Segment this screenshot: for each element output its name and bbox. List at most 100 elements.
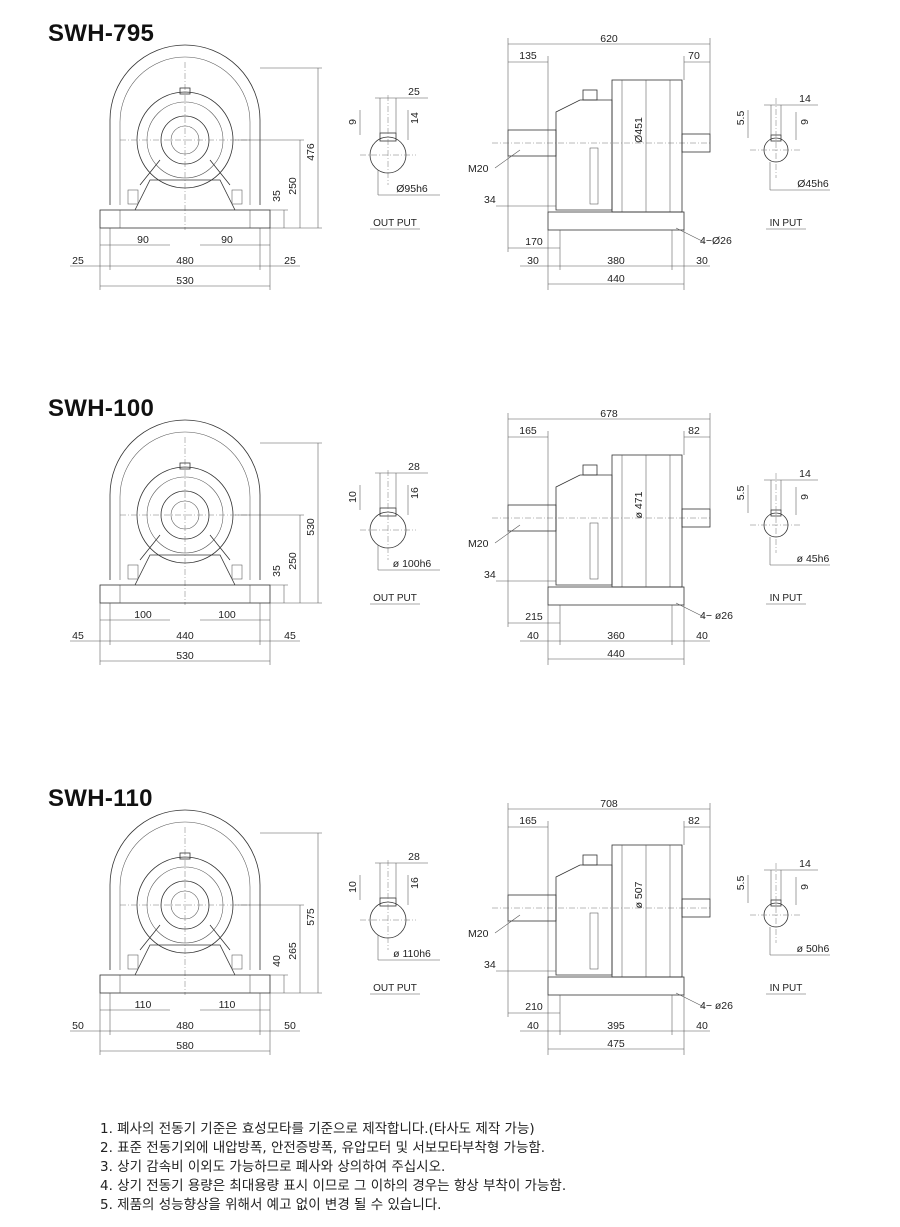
front-bolt-left: 110	[135, 999, 152, 1011]
side-foot-left: 30	[527, 255, 539, 267]
output-diameter: ø 110h6	[393, 948, 431, 960]
side-base-offset: 170	[525, 236, 543, 248]
front-base-height: 40	[271, 955, 283, 967]
side-shaft-ext: 34	[484, 569, 496, 581]
side-holes: 4− ø26	[700, 610, 733, 622]
front-margin-left: 45	[72, 630, 84, 642]
front-bolt-right: 110	[219, 999, 236, 1011]
front-total-width: 530	[176, 650, 194, 662]
input-keyway: 9	[799, 119, 811, 125]
side-left-length: 165	[519, 425, 537, 437]
side-base-offset: 215	[525, 611, 543, 623]
front-margin-right: 50	[284, 1020, 296, 1032]
front-bolt-left: 90	[137, 234, 149, 246]
notes-list: 1. 폐사의 전동기 기준은 효성모타를 기준으로 제작합니다.(타사도 제작 …	[100, 1120, 800, 1215]
front-bolt-span: 480	[176, 255, 194, 267]
input-keyway: 9	[799, 884, 811, 890]
input-label: IN PUT	[770, 593, 803, 604]
output-label: OUT PUT	[373, 983, 417, 994]
input-diameter: ø 45h6	[797, 553, 830, 565]
side-tap: M20	[468, 163, 489, 175]
dimension-drawing: 530 250 35 100 100 45 440	[70, 408, 830, 665]
dimension-drawing: 575 265 40 110 110 50 480	[70, 798, 830, 1055]
front-total-height: 575	[305, 908, 317, 926]
side-holes: 4−Ø26	[700, 235, 732, 247]
side-shaft-ext: 34	[484, 959, 496, 971]
front-bolt-left: 100	[134, 609, 152, 621]
front-view: 575 265 40 110 110 50 480	[70, 809, 322, 1055]
side-base-offset: 210	[525, 1001, 543, 1013]
input-label: IN PUT	[770, 983, 803, 994]
output-label: OUT PUT	[373, 218, 417, 229]
front-total-width: 580	[176, 1040, 194, 1052]
side-tap: M20	[468, 928, 489, 940]
input-shaft-detail: 14 5.5 9 ø 45h6 IN PUT	[735, 468, 830, 605]
front-bolt-span: 440	[176, 630, 194, 642]
front-bolt-span: 480	[176, 1020, 194, 1032]
output-width: 25	[408, 86, 420, 98]
input-width: 14	[799, 93, 811, 105]
side-foot-left: 40	[527, 1020, 539, 1032]
output-height-top: 10	[347, 491, 359, 503]
output-shaft-detail: 28 10 16 ø 100h6 OUT PUT	[347, 461, 440, 605]
side-foot-right: 40	[696, 630, 708, 642]
side-view: Ø451 620 135 70 M20 34	[468, 33, 732, 290]
front-total-width: 530	[176, 275, 194, 287]
front-shaft-height: 265	[287, 942, 299, 960]
side-total-length: 708	[600, 798, 618, 810]
side-right-length: 82	[688, 815, 700, 827]
front-margin-left: 50	[72, 1020, 84, 1032]
model-title: SWH-110	[48, 785, 153, 812]
model-title: SWH-100	[48, 395, 155, 422]
side-left-length: 165	[519, 815, 537, 827]
side-base-length: 440	[607, 648, 625, 660]
side-right-length: 82	[688, 425, 700, 437]
side-view: ø 471 678 165 82 M20 34	[468, 408, 733, 665]
front-view: 530 250 35 100 100 45 440	[70, 419, 322, 665]
output-width: 28	[408, 461, 420, 473]
side-body-diameter: ø 471	[633, 491, 645, 518]
input-width: 14	[799, 858, 811, 870]
front-shaft-height: 250	[287, 552, 299, 570]
output-keyway: 16	[409, 877, 421, 889]
side-body-diameter: ø 507	[633, 881, 645, 908]
output-label: OUT PUT	[373, 593, 417, 604]
input-diameter: Ø45h6	[797, 178, 829, 190]
side-foot-right: 30	[696, 255, 708, 267]
output-keyway: 16	[409, 487, 421, 499]
side-left-length: 135	[519, 50, 537, 62]
input-keyway: 9	[799, 494, 811, 500]
front-shaft-height: 250	[287, 177, 299, 195]
front-base-height: 35	[271, 190, 283, 202]
output-height-top: 10	[347, 881, 359, 893]
output-height-top: 9	[347, 119, 359, 125]
side-base-length: 475	[607, 1038, 625, 1050]
side-foot-left: 40	[527, 630, 539, 642]
output-diameter: Ø95h6	[396, 183, 428, 195]
front-bolt-right: 100	[218, 609, 236, 621]
side-tap: M20	[468, 538, 489, 550]
side-right-length: 70	[688, 50, 700, 62]
front-total-height: 530	[305, 518, 317, 536]
side-total-length: 678	[600, 408, 618, 420]
note-3: 3. 상기 감속비 이외도 가능하므로 폐사와 상의하여 주십시오.	[100, 1159, 446, 1175]
side-foot-span: 395	[607, 1020, 625, 1032]
front-margin-right: 25	[284, 255, 296, 267]
output-shaft-detail: 25 9 14 Ø95h6 OUT PUT	[347, 86, 440, 230]
input-height-top: 5.5	[735, 876, 747, 891]
side-total-length: 620	[600, 33, 618, 45]
input-label: IN PUT	[770, 218, 803, 229]
input-height-top: 5.5	[735, 111, 747, 126]
front-total-height: 476	[305, 143, 317, 161]
front-view: 476 250 35 90 90 25 480	[70, 44, 322, 290]
side-shaft-ext: 34	[484, 194, 496, 206]
input-diameter: ø 50h6	[797, 943, 830, 955]
output-keyway: 14	[409, 112, 421, 124]
dimension-drawing: 476 250 35 90 90 25 480	[70, 33, 830, 290]
output-diameter: ø 100h6	[393, 558, 432, 570]
input-shaft-detail: 14 5.5 9 Ø45h6 IN PUT	[735, 93, 830, 230]
note-1: 1. 폐사의 전동기 기준은 효성모타를 기준으로 제작합니다.(타사도 제작 …	[100, 1121, 535, 1137]
side-view: ø 507 708 165 82 M20 34	[468, 798, 733, 1055]
output-shaft-detail: 28 10 16 ø 110h6 OUT PUT	[347, 851, 440, 995]
model-title: SWH-795	[48, 20, 155, 47]
